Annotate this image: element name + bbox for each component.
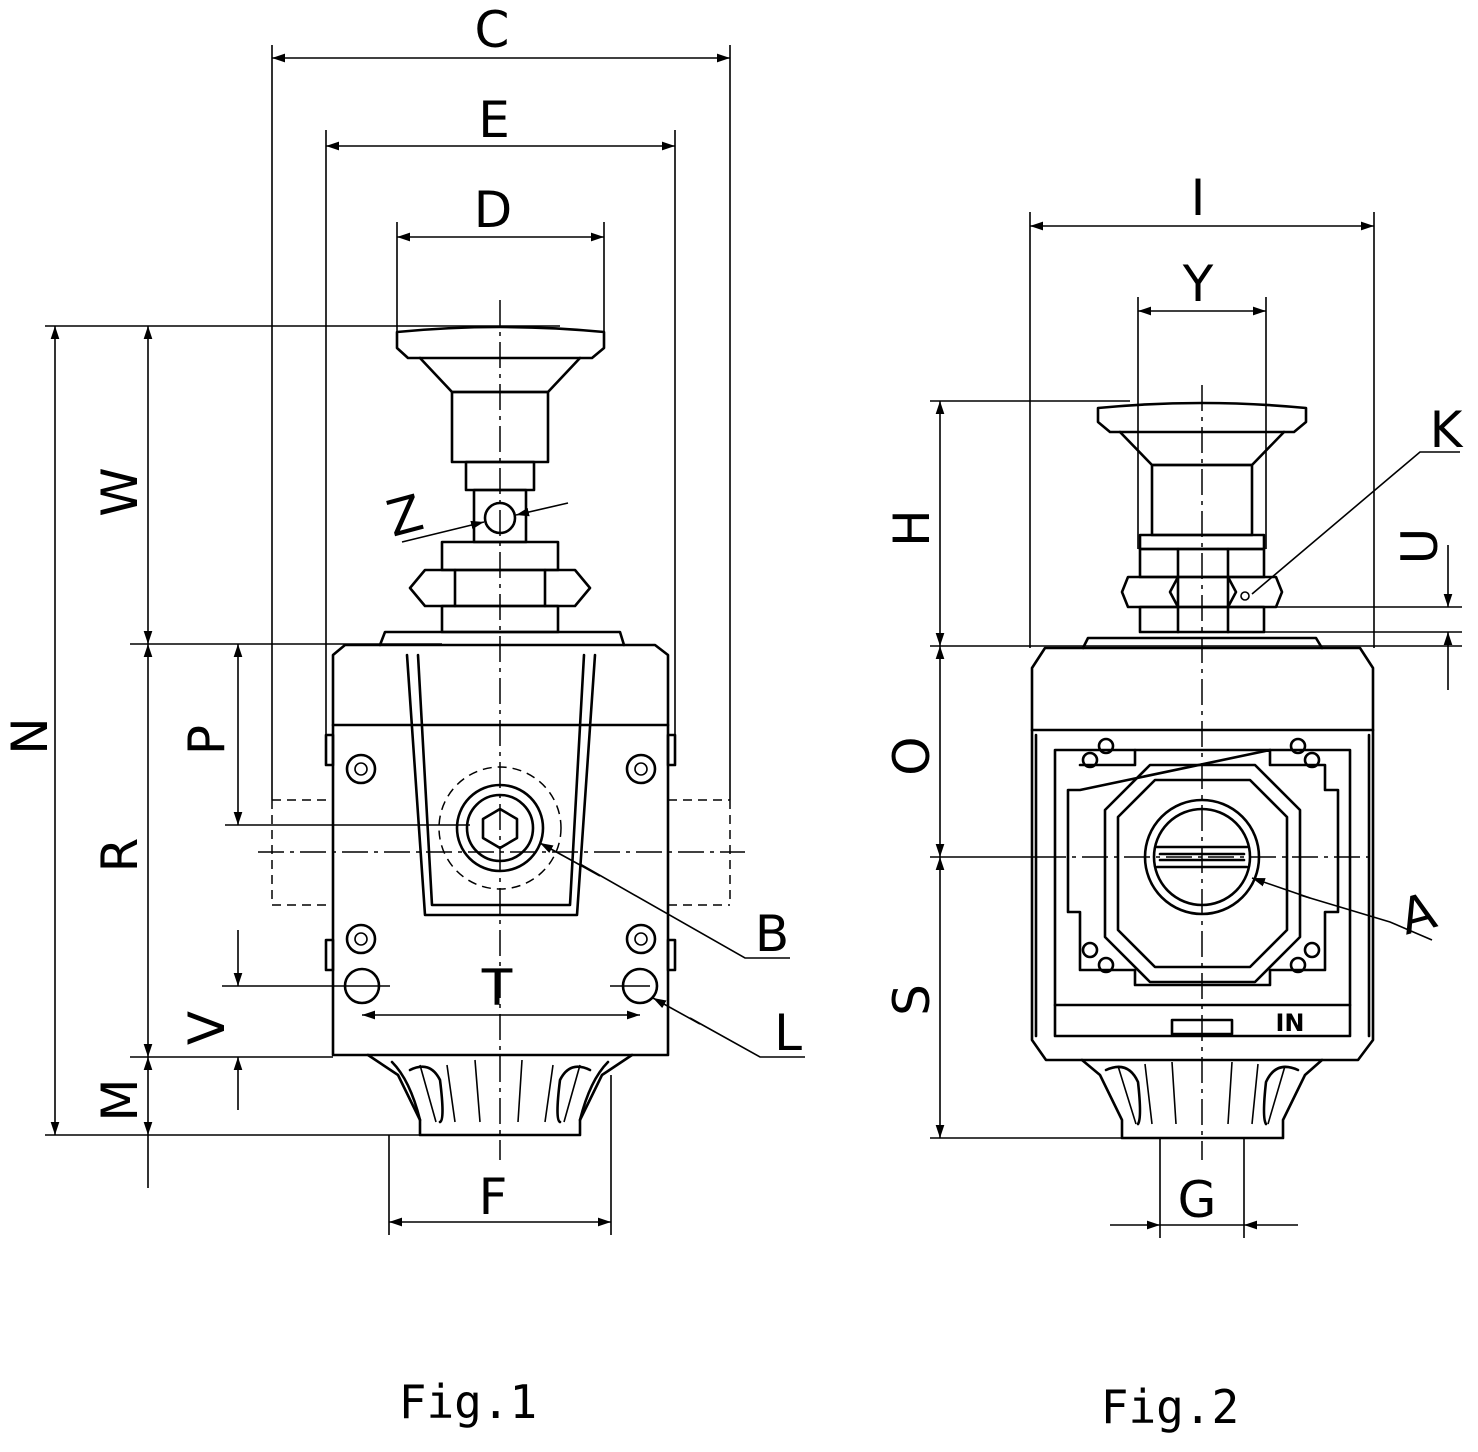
dim-label-g: G	[1178, 1171, 1217, 1229]
fig1-extension-lines	[45, 45, 731, 1235]
dim-label-o: O	[883, 736, 941, 775]
dim-label-n: N	[1, 717, 59, 754]
dim-label-c: C	[475, 1, 510, 59]
dim-label-k: K	[1430, 401, 1464, 459]
dim-label-l: L	[774, 1004, 802, 1062]
port-marking-in: IN	[1275, 1009, 1304, 1037]
figure-2-caption: Fig.2	[1101, 1380, 1239, 1434]
fig1-labels: C E D N W R P V M T F Z B L Fig.1	[1, 1, 802, 1429]
dim-label-v: V	[178, 1011, 236, 1045]
dim-label-b: B	[755, 905, 789, 963]
dim-label-p: P	[178, 725, 236, 755]
fig1-center-lines	[258, 300, 745, 1160]
dim-label-i: I	[1191, 169, 1206, 227]
dim-label-z: Z	[381, 484, 429, 549]
figure-2: IN	[883, 169, 1464, 1434]
dim-label-y: Y	[1182, 255, 1214, 313]
dim-label-t: T	[481, 959, 513, 1017]
dim-label-h: H	[883, 509, 941, 547]
fig1-dimensions	[50, 53, 805, 1227]
dim-label-a: A	[1394, 882, 1442, 947]
fig2-center-lines	[1040, 385, 1375, 1160]
dim-label-w: W	[91, 467, 149, 516]
dim-label-m: M	[91, 1078, 149, 1121]
dim-label-u: U	[1391, 528, 1449, 565]
figure-1: C E D N W R P V M T F Z B L Fig.1	[1, 1, 805, 1429]
fig2-bottom-cap	[1080, 1058, 1324, 1140]
fig2-extension-lines	[930, 212, 1462, 1238]
fig1-nut	[378, 540, 626, 647]
fig2-dimensions	[935, 221, 1460, 1230]
dim-label-s: S	[883, 984, 941, 1016]
fig2-labels: I Y K H U O S A G Fig.2	[883, 169, 1464, 1434]
figure-1-caption: Fig.1	[399, 1375, 537, 1429]
dim-label-f: F	[479, 1168, 508, 1226]
dim-label-r: R	[91, 838, 149, 873]
dim-label-d: D	[474, 181, 513, 239]
dim-label-e: E	[478, 91, 510, 149]
fig1-bottom-cap	[366, 1053, 634, 1137]
